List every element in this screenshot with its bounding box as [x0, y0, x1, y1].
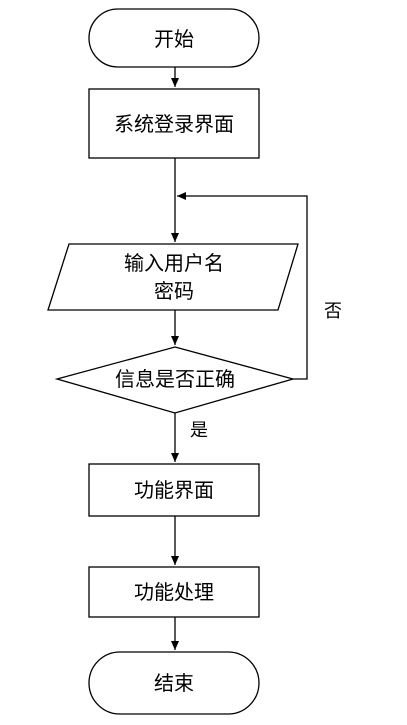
node-start: 开始 — [88, 8, 260, 68]
node-func-proc: 功能处理 — [88, 566, 260, 618]
node-end-shape — [88, 651, 260, 715]
node-start-shape — [88, 8, 260, 68]
node-func-ui-shape — [88, 463, 260, 517]
node-func-proc-label: 功能处理 — [134, 580, 214, 604]
edge-label-no: 否 — [324, 301, 342, 322]
node-check-shape — [54, 346, 296, 414]
edge-check-no-loop — [177, 192, 308, 380]
node-input-label-line-1: 输入用户名 — [124, 251, 224, 275]
node-start-label: 开始 — [154, 27, 194, 51]
node-func-ui: 功能界面 — [88, 463, 260, 517]
node-login-shape — [88, 88, 260, 159]
node-check-label: 信息是否正确 — [115, 367, 235, 391]
edges — [171, 67, 308, 650]
node-input-label-line-2: 密码 — [154, 279, 194, 303]
node-input-shape — [47, 243, 299, 311]
edge-label-yes: 是 — [190, 420, 208, 441]
node-end: 结束 — [88, 651, 260, 715]
node-end-label: 结束 — [154, 671, 194, 695]
node-func-proc-shape — [88, 566, 260, 618]
node-login-label: 系统登录界面 — [114, 112, 234, 136]
node-func-ui-label: 功能界面 — [134, 478, 214, 502]
node-input: 输入用户名 密码 — [47, 243, 299, 311]
node-check: 信息是否正确 — [54, 346, 296, 414]
node-login: 系统登录界面 — [88, 88, 260, 159]
